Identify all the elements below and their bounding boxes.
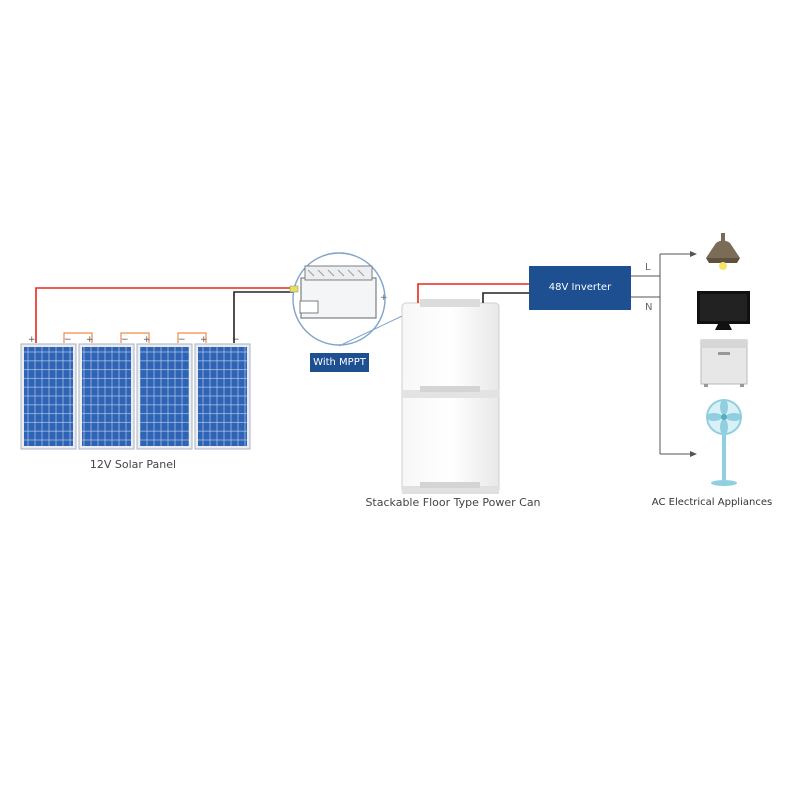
terminal-minus: − [64,335,72,345]
inverter-icon [529,266,631,310]
solar-panel-2 [78,343,135,450]
arrow-head [690,451,697,457]
battery-cabinet-icon [401,299,500,494]
solar-panel-4 [194,343,251,450]
terminal-plus: + [86,335,94,345]
negative-wire-panel [233,291,296,343]
solar-panel-label: 12V Solar Panel [89,458,177,471]
line-N-label: N [645,302,653,313]
series-jumper-3 [177,332,207,343]
controller-terminal-mark: + [380,293,388,303]
terminal-plus: + [200,335,208,345]
appliance-cabinet-icon [700,339,748,387]
inverter-label: 48V Inverter [548,282,612,293]
mppt-badge: With MPPT [310,353,369,372]
standing-fan-icon [706,399,742,486]
solar-panel-3 [136,343,193,450]
terminal-plus: + [143,335,151,345]
appliances-label: AC Electrical Appliances [651,497,773,508]
battery-label: Stackable Floor Type Power Can [365,496,541,509]
negative-wire-battery [482,292,529,303]
positive-wire-panel [35,287,296,343]
ceiling-lamp-icon [706,233,740,270]
charge-controller-icon [289,252,403,347]
television-icon [697,291,750,330]
line-L-label: L [645,262,651,273]
solar-panel-array: + − + − + − + − [20,332,251,450]
terminal-plus: + [28,335,36,345]
positive-wire-battery [417,283,529,303]
terminal-minus: − [121,335,129,345]
terminal-minus: − [232,335,240,345]
arrow-head [690,251,697,257]
solar-panel-1 [20,343,77,450]
series-jumper-1 [63,332,93,343]
terminal-minus: − [178,335,186,345]
series-jumper-2 [120,332,150,343]
